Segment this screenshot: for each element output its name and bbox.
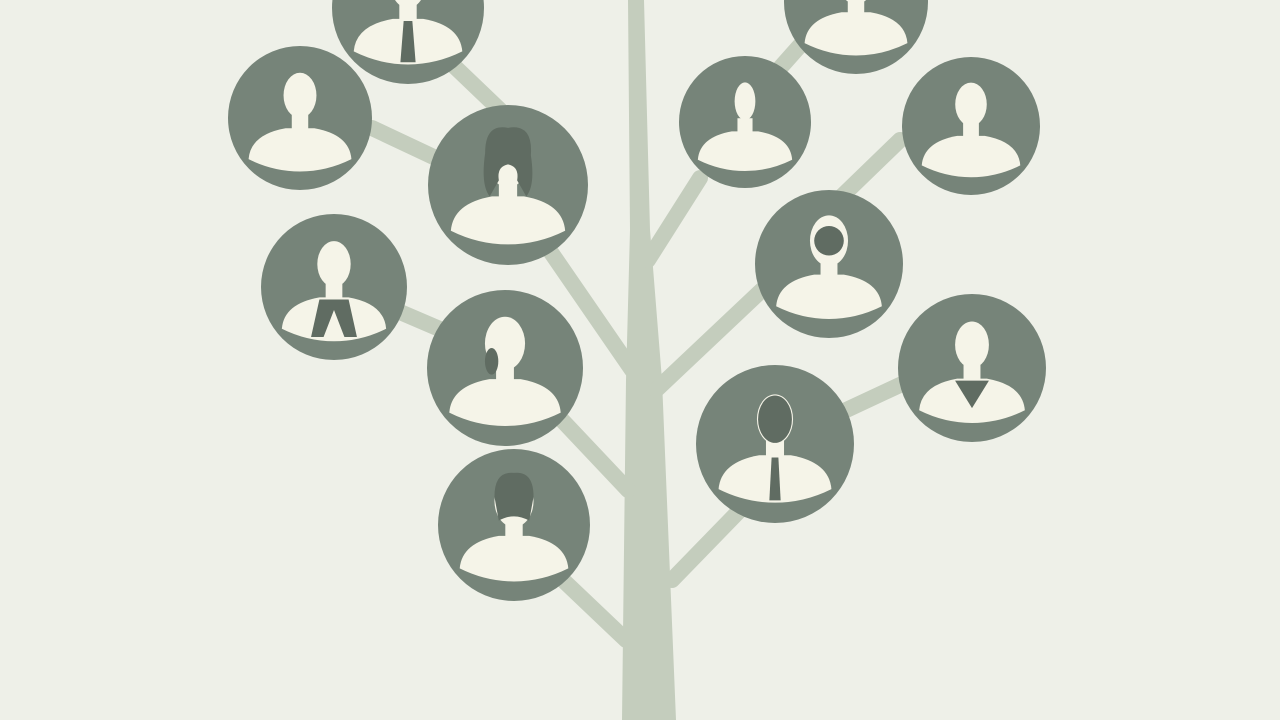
tree-branch — [830, 132, 908, 208]
portrait-woman-bottom — [438, 449, 590, 601]
tree-branch — [552, 410, 636, 498]
tree-branch — [540, 240, 640, 378]
portrait-top-right-woman — [784, 0, 928, 74]
portrait-woman-ponytail — [427, 290, 583, 446]
tree-branch — [640, 170, 708, 268]
tree-trunk-and-branches — [364, 0, 910, 720]
tree-branch — [834, 376, 910, 420]
tree-branch — [648, 282, 770, 398]
tree-branch — [364, 120, 448, 168]
portrait-woman-curly — [755, 190, 903, 338]
portrait-man-right — [902, 57, 1040, 195]
portrait-top-left-man — [332, 0, 484, 84]
portrait-man-collar — [261, 214, 407, 360]
tree-branch — [664, 502, 748, 588]
portrait-man-slim — [679, 56, 811, 188]
tree-branch — [557, 574, 634, 648]
tree-branch — [392, 304, 450, 338]
portrait-woman-long-hair — [428, 105, 588, 265]
portrait-man-vneck — [898, 294, 1046, 442]
tree-trunk — [622, 0, 676, 720]
portrait-man-dark-tie — [696, 365, 854, 523]
portrait-bald-man-left — [228, 46, 372, 190]
portrait-nodes — [228, 0, 1046, 601]
